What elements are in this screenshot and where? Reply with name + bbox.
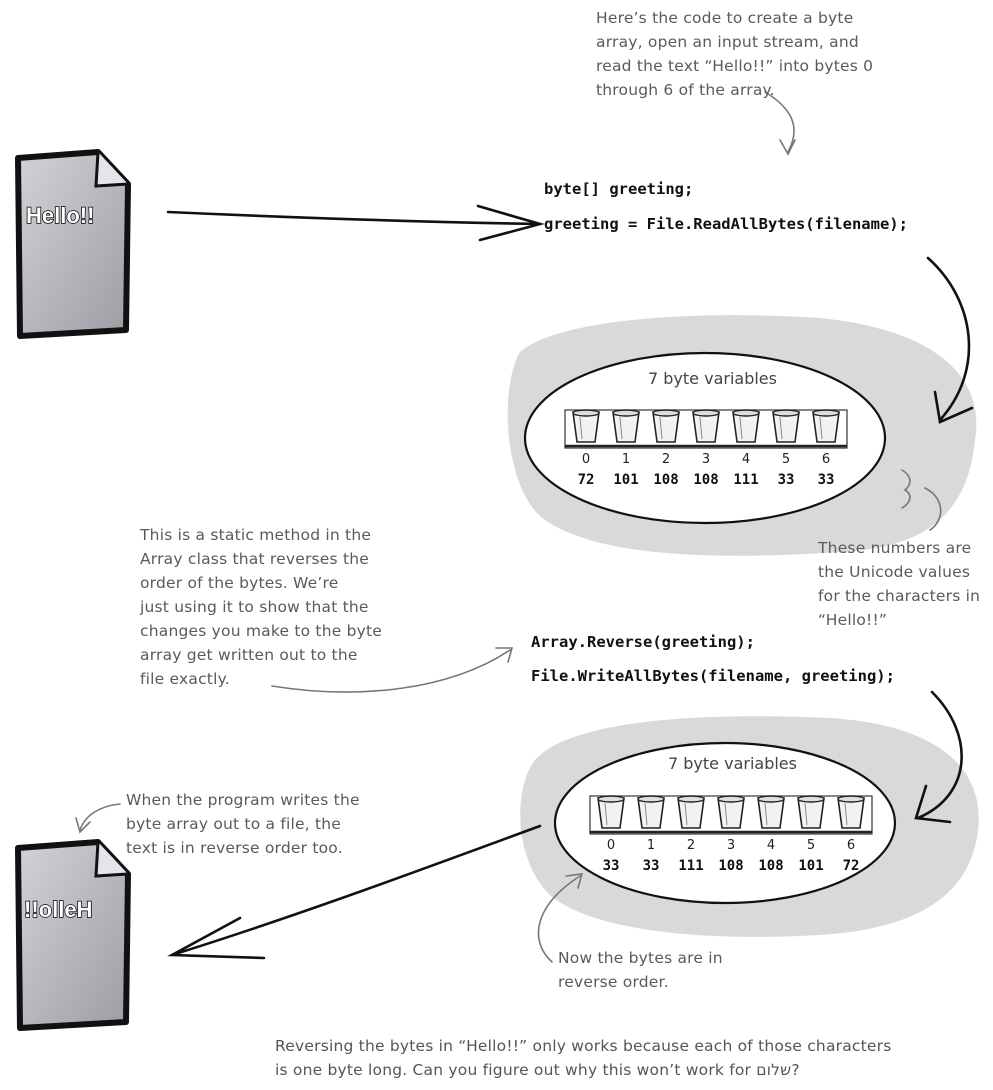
input-file-icon <box>15 149 131 339</box>
unicode-pointer <box>924 487 942 531</box>
bottom-array-index-1: 1 <box>646 838 656 853</box>
bottom-array-value-3: 108 <box>718 858 744 874</box>
top-array-index-2: 2 <box>661 452 671 467</box>
bottom-array-value-2: 111 <box>678 858 704 874</box>
bottom-array-index-5: 5 <box>806 838 816 853</box>
top-array-index-3: 3 <box>701 452 711 467</box>
bottom-array-value-5: 101 <box>798 858 824 874</box>
bottom-array-index-2: 2 <box>686 838 696 853</box>
reverse-note-pointer <box>537 875 581 963</box>
bottom-array-value-1: 33 <box>642 858 660 874</box>
footer-note: Reversing the bytes in “Hello!!” only wo… <box>275 1037 892 1079</box>
bottom-array-value-4: 108 <box>758 858 784 874</box>
top-array-index-1: 1 <box>621 452 631 467</box>
bottom-array-value-6: 72 <box>842 858 860 874</box>
bottom-array-index-3: 3 <box>726 838 736 853</box>
code-read: greeting = File.ReadAllBytes(filename); <box>544 215 908 233</box>
read-arrow <box>166 204 545 242</box>
bottom-array-index-4: 4 <box>766 838 776 853</box>
bottom-array-index-0: 0 <box>606 838 616 853</box>
to-top-array-arrow <box>926 256 974 424</box>
unicode-brace <box>901 469 911 509</box>
top-array-value-0: 72 <box>577 472 595 488</box>
top-array-index-4: 4 <box>741 452 751 467</box>
top-array-index-5: 5 <box>781 452 791 467</box>
input-file-label: Hello!! <box>25 202 95 229</box>
top-array-caption: 7 byte variables <box>648 369 777 388</box>
top-array-index-6: 6 <box>821 452 831 467</box>
code-reverse: Array.Reverse(greeting); <box>531 633 755 651</box>
bottom-array-value-0: 33 <box>602 858 620 874</box>
top-array-index-0: 0 <box>581 452 591 467</box>
top-array-value-6: 33 <box>817 472 835 488</box>
top-array-value-3: 108 <box>693 472 719 488</box>
code-write: File.WriteAllBytes(filename, greeting); <box>531 667 895 685</box>
bottom-array-caption: 7 byte variables <box>668 754 797 773</box>
output-file-label: !!olleH <box>23 896 93 923</box>
to-bottom-array-arrow <box>914 690 963 824</box>
write-arrow <box>167 824 542 960</box>
output-file-icon <box>15 839 131 1031</box>
static-method-pointer <box>271 649 511 693</box>
bottom-array-index-6: 6 <box>846 838 856 853</box>
top-array-value-5: 33 <box>777 472 795 488</box>
code-declare: byte[] greeting; <box>544 180 694 198</box>
top-array-value-4: 111 <box>733 472 759 488</box>
write-note-pointer <box>79 803 121 831</box>
code-intro-pointer <box>764 91 795 153</box>
top-array-value-1: 101 <box>613 472 639 488</box>
top-array-value-2: 108 <box>653 472 679 488</box>
